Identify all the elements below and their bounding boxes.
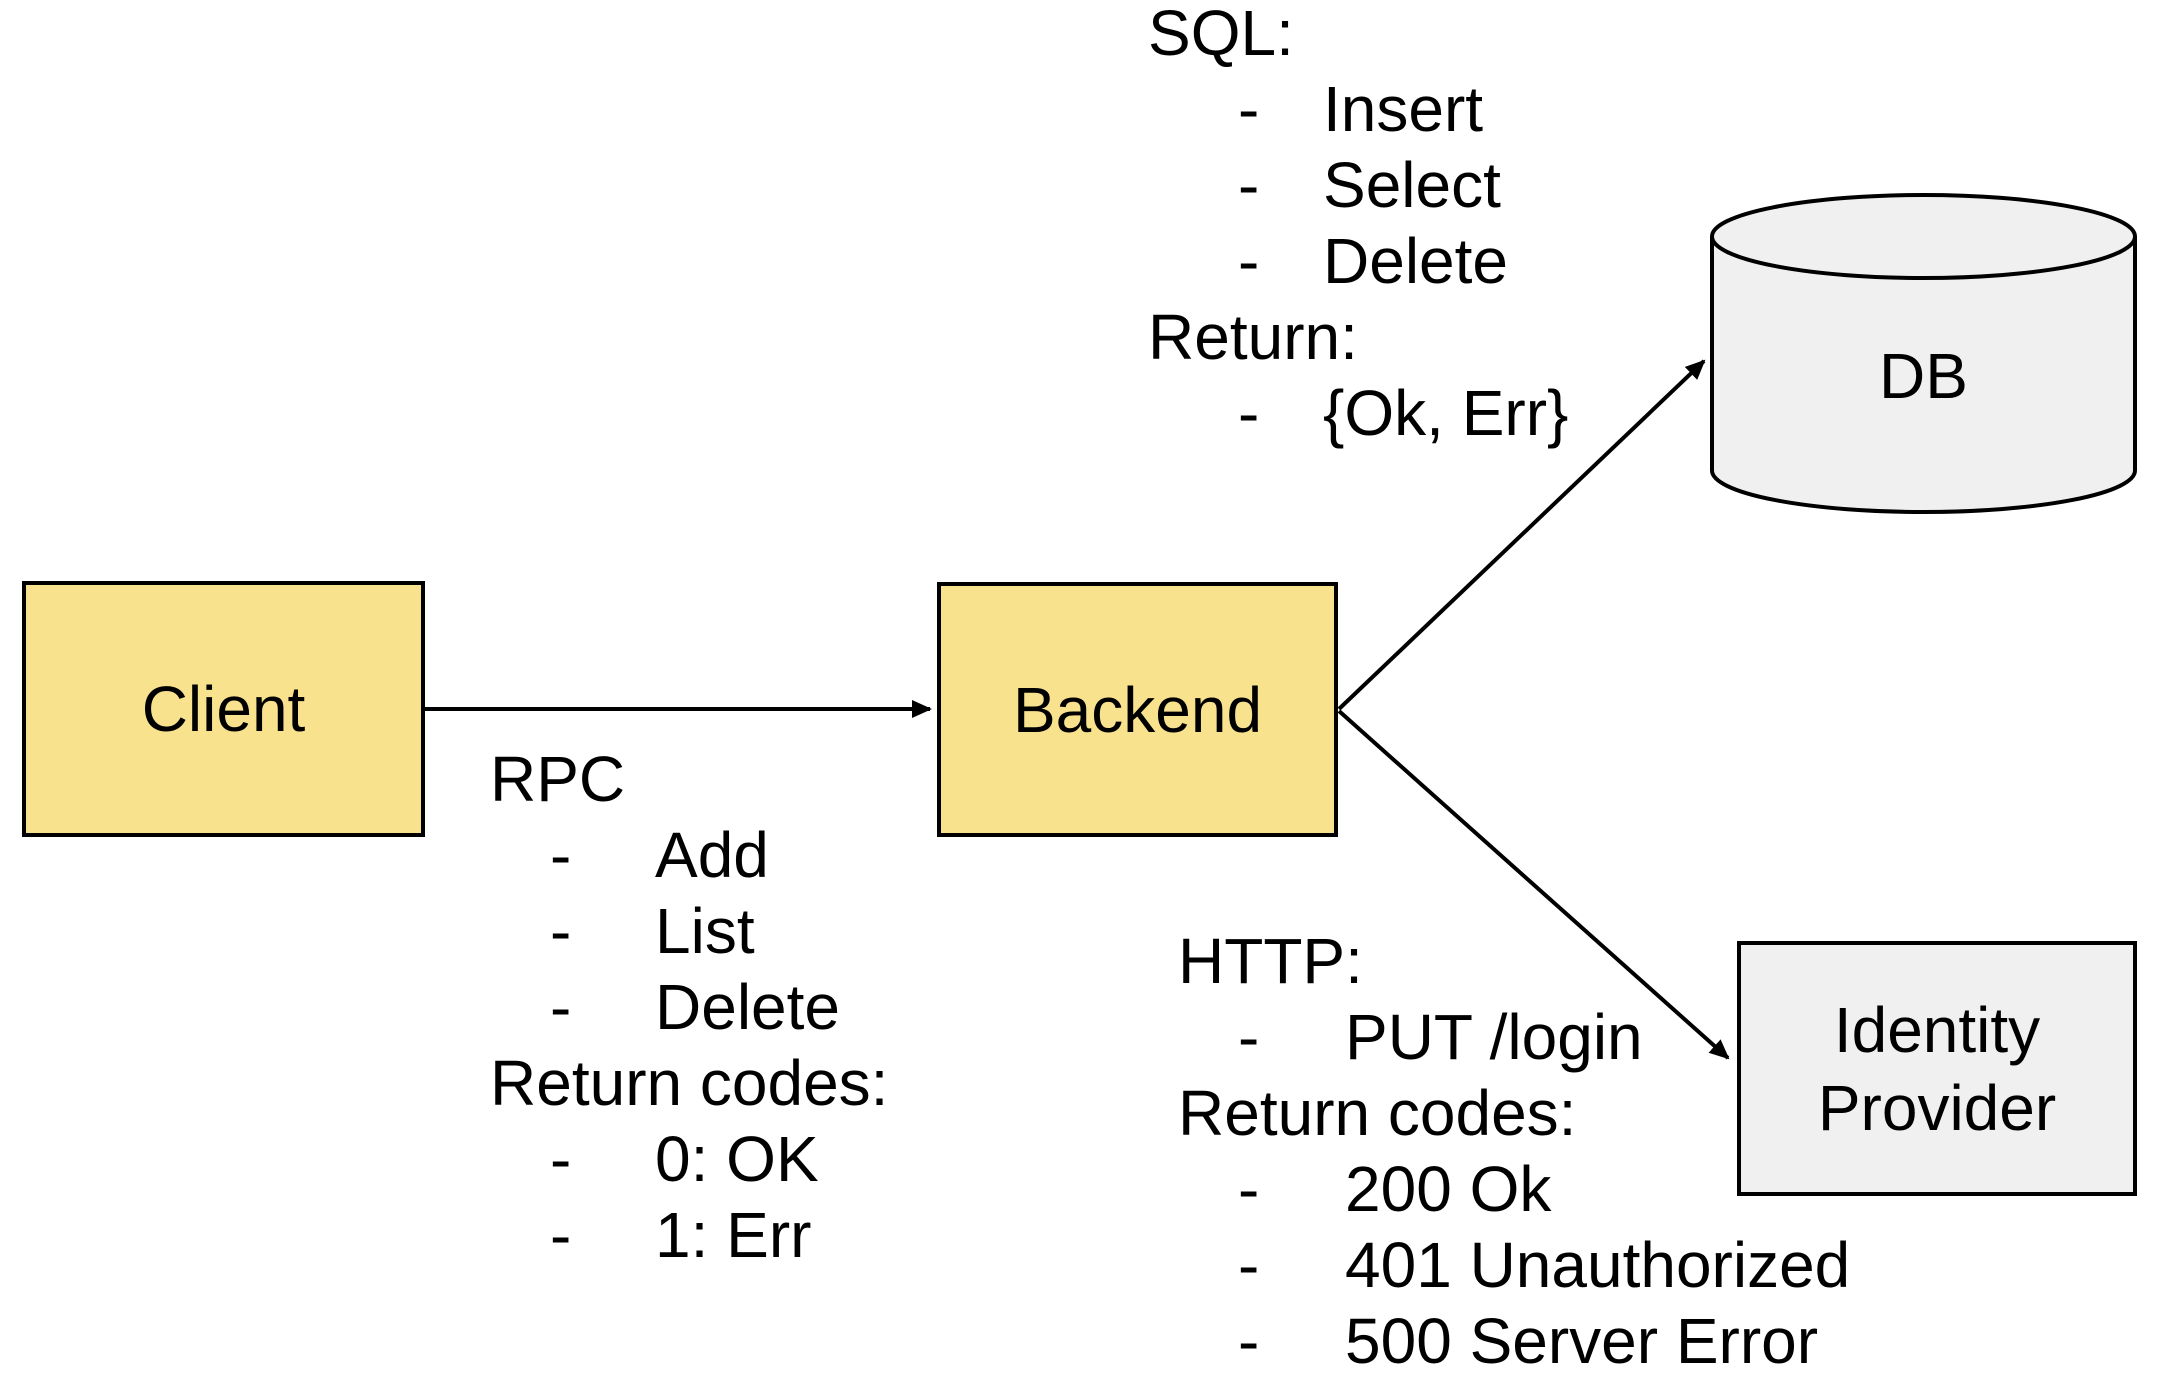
bullet-dash: - [550, 819, 572, 891]
note-line: RPC [490, 741, 888, 817]
note-line: SQL: [1148, 0, 1358, 71]
note-item: Delete [1323, 225, 1508, 297]
note-line: - 500 Server Error [1178, 1303, 1818, 1379]
rpc-note: RPC - Add - List - Delete Return codes: - 0:… [490, 741, 888, 1273]
note-header: Return: [1148, 301, 1358, 373]
identity-provider-node: Identity Provider [1737, 941, 2137, 1196]
note-line: - 401 Unauthorized [1178, 1227, 1850, 1303]
note-line: - PUT /login [1178, 999, 1643, 1075]
bullet-dash: - [1238, 1305, 1260, 1377]
note-line: - 200 Ok [1178, 1151, 1576, 1227]
client-node: Client [22, 581, 425, 837]
note-item: List [655, 895, 755, 967]
note-item: 401 Unauthorized [1345, 1229, 1851, 1301]
backend-node: Backend [937, 582, 1338, 837]
note-item: 1: Err [655, 1199, 812, 1271]
note-header: RPC [490, 743, 626, 815]
db-cylinder-body [1710, 236, 2137, 514]
backend-label: Backend [1012, 673, 1263, 746]
note-item: Select [1323, 149, 1501, 221]
note-line: - Delete [490, 969, 888, 1045]
note-header: SQL: [1148, 0, 1294, 69]
note-line: - 1: Err [490, 1197, 888, 1273]
note-line: - Add [490, 817, 888, 893]
note-line: HTTP: [1178, 923, 1576, 999]
note-item: PUT /login [1345, 1001, 1643, 1073]
http-note: HTTP: -PUT /login Return codes: -200 Ok … [1178, 923, 1850, 1379]
bullet-dash: - [550, 895, 572, 967]
bullet-dash: - [550, 971, 572, 1043]
note-line: -Delete [1148, 223, 1508, 299]
note-line: Return codes: [1178, 1075, 1576, 1151]
note-item: Add [655, 819, 769, 891]
bullet-dash: - [1238, 73, 1260, 145]
bullet-dash: - [550, 1123, 572, 1195]
note-item: 200 Ok [1345, 1153, 1552, 1225]
note-item: 500 Server Error [1345, 1305, 1819, 1377]
note-header: Return codes: [1178, 1077, 1577, 1149]
bullet-dash: - [1238, 377, 1260, 449]
db-cylinder [1710, 193, 2137, 514]
note-line: -Select [1148, 147, 1501, 223]
bullet-dash: - [1238, 149, 1260, 221]
db-label: DB [1879, 340, 1968, 412]
client-label: Client [141, 673, 306, 745]
bullet-dash: - [1238, 1001, 1260, 1073]
note-line: Return: [1148, 299, 1358, 375]
note-item: {Ok, Err} [1323, 377, 1569, 449]
note-line: -{Ok, Err} [1148, 375, 1568, 451]
note-item: Delete [655, 971, 840, 1043]
identity-provider-label: Identity Provider [1817, 993, 2057, 1144]
note-line: Return codes: [490, 1045, 888, 1121]
db-cylinder-top [1710, 193, 2137, 280]
note-line: - List [490, 893, 888, 969]
bullet-dash: - [1238, 1229, 1260, 1301]
note-header: Return codes: [490, 1047, 889, 1119]
sql-note: SQL: -Insert -Select -Delete Return: -{O… [1148, 0, 1568, 451]
note-item: Insert [1323, 73, 1484, 145]
note-line: - 0: OK [490, 1121, 888, 1197]
bullet-dash: - [1238, 1153, 1260, 1225]
note-header: HTTP: [1178, 925, 1363, 997]
note-line: -Insert [1148, 71, 1483, 147]
bullet-dash: - [550, 1199, 572, 1271]
note-item: 0: OK [655, 1123, 819, 1195]
bullet-dash: - [1238, 225, 1260, 297]
